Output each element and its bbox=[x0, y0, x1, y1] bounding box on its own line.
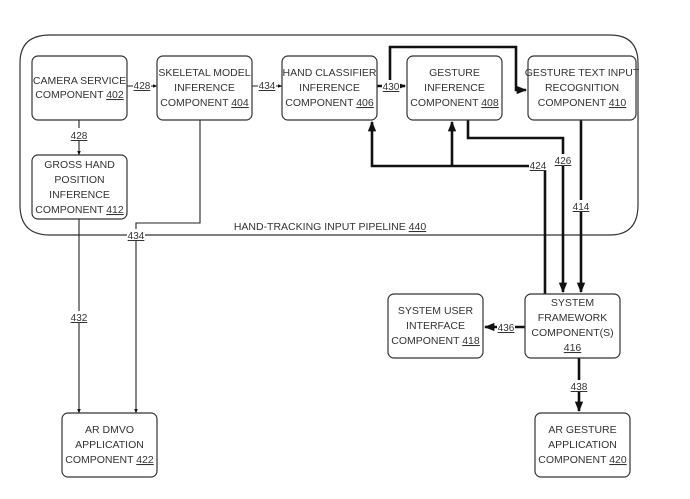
gesture-text-input-ref: 410 bbox=[609, 97, 627, 109]
ar-gesture-line-2: APPLICATION bbox=[548, 439, 617, 451]
skeletal-model-line-1: SKELETAL MODEL bbox=[158, 67, 250, 79]
ref-426: 426 bbox=[555, 156, 572, 167]
skeletal-model-ref: 404 bbox=[231, 97, 249, 109]
ar-gesture-ref: 420 bbox=[609, 454, 627, 466]
hand-classifier-line-1: HAND CLASSIFIER bbox=[283, 67, 377, 79]
box-skeletal-model bbox=[156, 55, 253, 121]
hand-classifier-ref: 406 bbox=[356, 97, 374, 109]
ref-428-horizontal: 428 bbox=[134, 81, 151, 92]
box-ar-dmvo-application bbox=[61, 412, 158, 478]
ar-dmvo-line-1: AR DMVO bbox=[85, 424, 134, 436]
system-framework-line-2: FRAMEWORK bbox=[538, 312, 607, 324]
gross-hand-line-3: INFERENCE bbox=[49, 189, 110, 201]
box-gross-hand-position bbox=[31, 154, 128, 220]
hand-classifier-line-2: INFERENCE bbox=[299, 82, 360, 94]
ar-dmvo-line-2: APPLICATION bbox=[75, 439, 144, 451]
edge-430-classifier-textinput bbox=[388, 45, 528, 95]
gross-hand-line-2: POSITION bbox=[54, 174, 104, 186]
system-ui-ref: 418 bbox=[462, 335, 480, 347]
gesture-inference-ref: 408 bbox=[481, 97, 499, 109]
ref-434-vertical: 434 bbox=[128, 231, 145, 242]
gesture-text-input-line-2: RECOGNITION bbox=[545, 82, 619, 94]
edge-434-skeletal-ardmvo bbox=[134, 120, 201, 414]
camera-service-ref: 402 bbox=[106, 89, 124, 101]
ref-414: 414 bbox=[573, 202, 590, 213]
ar-dmvo-line-3: COMPONENT 422 bbox=[65, 454, 154, 466]
gesture-inference-line-3: COMPONENT 408 bbox=[410, 97, 499, 109]
ref-432: 432 bbox=[71, 313, 88, 324]
box-gesture-inference bbox=[406, 55, 503, 121]
box-ar-gesture-application bbox=[534, 412, 631, 478]
skeletal-model-line-3: COMPONENT 404 bbox=[160, 97, 249, 109]
ar-dmvo-ref: 422 bbox=[136, 454, 154, 466]
box-hand-classifier bbox=[281, 55, 378, 121]
box-system-user-interface bbox=[387, 293, 484, 359]
gross-hand-line-1: GROSS HAND bbox=[44, 159, 115, 171]
ar-gesture-line-3: COMPONENT 420 bbox=[538, 454, 627, 466]
ref-436: 436 bbox=[498, 323, 515, 334]
gross-hand-ref: 412 bbox=[106, 204, 124, 216]
pipeline-container bbox=[19, 34, 639, 236]
ar-gesture-line-1: AR GESTURE bbox=[548, 424, 616, 436]
pipeline-ref: 440 bbox=[409, 221, 427, 233]
ref-428-vertical: 428 bbox=[71, 131, 88, 142]
box-system-framework bbox=[524, 293, 621, 359]
gesture-inference-line-2: INFERENCE bbox=[424, 82, 485, 94]
gross-hand-line-4: COMPONENT 412 bbox=[35, 204, 124, 216]
system-framework-line-1: SYSTEM bbox=[551, 297, 594, 309]
system-ui-line-1: SYSTEM USER bbox=[398, 305, 474, 317]
hand-classifier-line-3: COMPONENT 406 bbox=[285, 97, 374, 109]
system-framework-line-3: COMPONENT(S) bbox=[531, 327, 613, 339]
gesture-inference-line-1: GESTURE bbox=[429, 67, 480, 79]
ref-438: 438 bbox=[571, 382, 588, 393]
box-camera-service bbox=[31, 55, 128, 121]
ref-424: 424 bbox=[530, 161, 547, 172]
edge-424-framework-classifier bbox=[367, 120, 547, 294]
ref-430: 430 bbox=[383, 82, 400, 93]
skeletal-model-line-2: INFERENCE bbox=[174, 82, 235, 94]
system-ui-line-3: COMPONENT 418 bbox=[391, 335, 480, 347]
system-ui-line-2: INTERFACE bbox=[406, 320, 465, 332]
ref-434-horizontal: 434 bbox=[259, 81, 276, 92]
camera-service-line-1: CAMERA SERVICE bbox=[33, 75, 126, 87]
system-framework-ref: 416 bbox=[564, 342, 582, 354]
box-gesture-text-input bbox=[527, 55, 637, 121]
edge-426-gesture-framework bbox=[466, 120, 568, 294]
gesture-text-input-line-1: GESTURE TEXT INPUT bbox=[525, 67, 640, 79]
gesture-text-input-line-3: COMPONENT 410 bbox=[538, 97, 627, 109]
pipeline-label: HAND-TRACKING INPUT PIPELINE 440 bbox=[234, 221, 427, 233]
camera-service-line-2: COMPONENT 402 bbox=[35, 89, 124, 101]
